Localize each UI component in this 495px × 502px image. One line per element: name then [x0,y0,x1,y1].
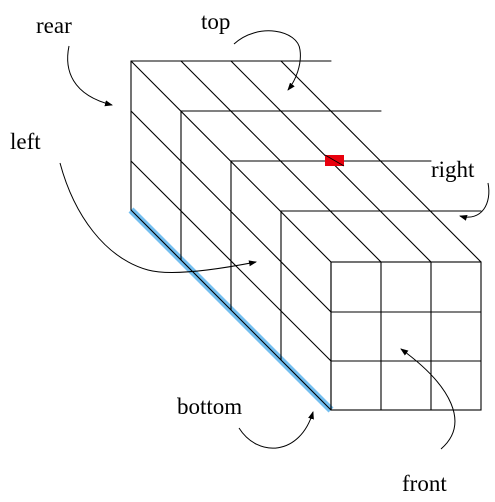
front-arrow [400,348,456,450]
top-arrow [233,30,301,91]
left-face [130,60,332,411]
label-right: right [431,157,475,182]
label-rear: rear [36,13,72,38]
label-top: top [201,9,230,34]
label-front: front [402,471,447,496]
top-face [130,60,482,263]
label-bottom: bottom [177,394,242,419]
red-marker [324,154,345,167]
left-arrow [59,162,257,273]
label-left: left [10,129,41,154]
front-face [330,261,482,411]
bottom-arrow [238,411,314,449]
right-arrow [459,182,490,221]
rear-arrow [67,45,113,107]
